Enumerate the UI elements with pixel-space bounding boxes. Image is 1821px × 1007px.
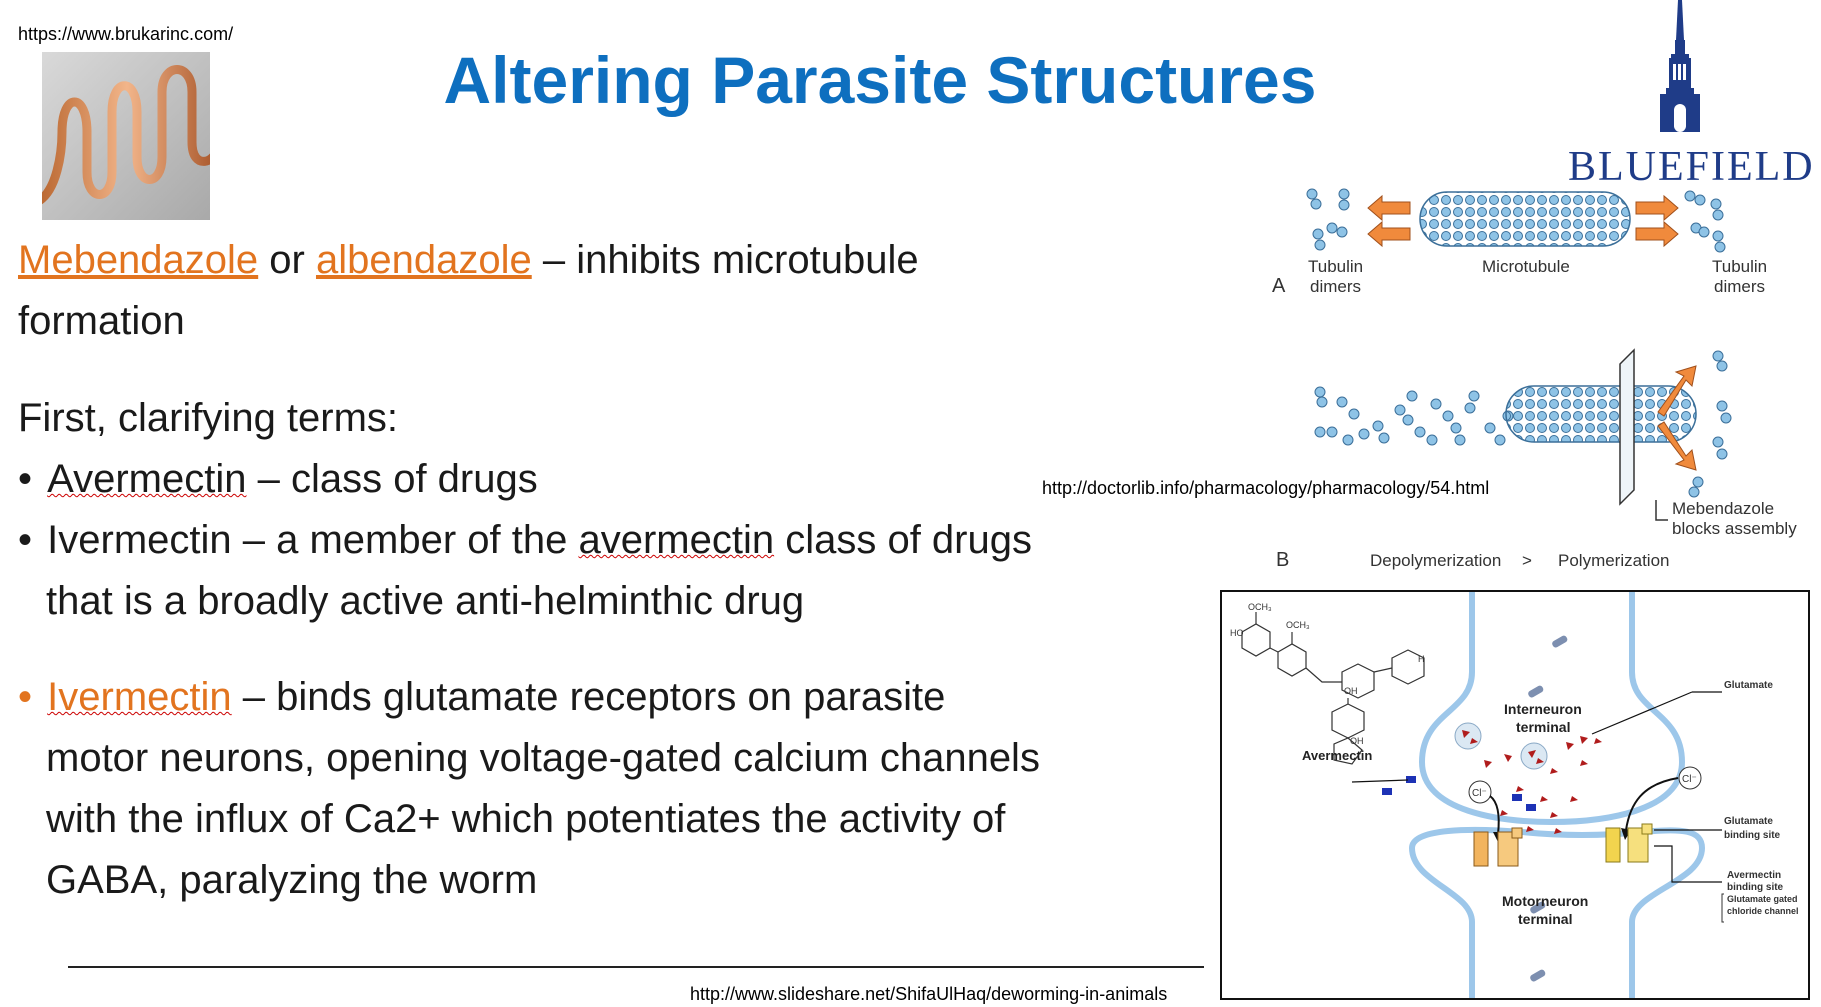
albendazole-link[interactable]: albendazole bbox=[315, 238, 532, 282]
depolymerization-label: Depolymerization bbox=[1370, 551, 1501, 570]
orange-arrow-left-icon bbox=[1367, 194, 1411, 248]
bluefield-logo-text: BLUEFIELD bbox=[1568, 144, 1815, 190]
motorneuron-membrane-left-icon bbox=[1409, 847, 1475, 998]
para1-line2: formation bbox=[18, 299, 185, 343]
ivermectin-line2: motor neurons, opening voltage-gated cal… bbox=[46, 736, 1040, 780]
interneuron-label-2: terminal bbox=[1516, 719, 1570, 735]
och3-label-2: OCH₃ bbox=[1286, 620, 1310, 630]
cl-label-1: Cl⁻ bbox=[1472, 788, 1487, 799]
oh-label-2: OH bbox=[1350, 736, 1364, 746]
synapse-diagram: OCH₃ OCH₃ HO OH OH H bbox=[1220, 590, 1810, 1000]
ivermectin-line1: – binds glutamate receptors on parasite bbox=[231, 675, 946, 719]
avermectin-molecule-icon bbox=[1382, 776, 1536, 811]
terms-heading: First, clarifying terms: bbox=[18, 396, 399, 440]
motorneuron-label-1: Motorneuron bbox=[1502, 893, 1588, 909]
bullet-line2: that is a broadly active anti-helminthic… bbox=[46, 579, 805, 623]
och3-label-1: OCH₃ bbox=[1248, 602, 1272, 612]
cl-label-2: Cl⁻ bbox=[1682, 774, 1697, 785]
list-item: • Avermectin – class of drugs bbox=[18, 449, 1118, 510]
cl-arrow-left-icon bbox=[1489, 795, 1500, 835]
bottom-divider bbox=[68, 966, 1204, 968]
mebendazole-note-2: blocks assembly bbox=[1672, 519, 1797, 538]
interneuron-membrane-icon bbox=[1418, 592, 1686, 826]
bullet-dot: • bbox=[18, 457, 33, 501]
avermectin-label: Avermectin bbox=[1302, 748, 1372, 763]
interneuron-label-1: Interneuron bbox=[1504, 701, 1582, 717]
glutamate-molecule-icon bbox=[1462, 730, 1602, 834]
avermectin-binding-3: Glutamate gated bbox=[1727, 894, 1798, 904]
scattered-tubulin-icon bbox=[1314, 386, 1514, 446]
bullet-list: • Avermectin – class of drugs • Ivermect… bbox=[18, 449, 1118, 632]
glutamate-binding-2: binding site bbox=[1724, 830, 1781, 841]
bullet-dot: • bbox=[18, 518, 33, 562]
panel-b-label: B bbox=[1276, 549, 1289, 571]
list-item: • Ivermectin – a member of the avermecti… bbox=[18, 510, 1118, 571]
bluefield-steeple-logo-icon bbox=[1640, 0, 1720, 140]
h-label: H bbox=[1418, 654, 1425, 664]
ion-capsule-icon bbox=[1528, 635, 1568, 982]
cl-arrow-right-icon bbox=[1625, 777, 1679, 831]
glutamate-label: Glutamate bbox=[1724, 680, 1773, 691]
tubulin-left-label-2: dimers bbox=[1310, 277, 1361, 296]
deflected-arrow-icon bbox=[1657, 365, 1697, 471]
panel-a-label: A bbox=[1272, 275, 1286, 297]
source-url-middle[interactable]: http://doctorlib.info/pharmacology/pharm… bbox=[1042, 478, 1490, 498]
tubulin-dimers-right-icon bbox=[1684, 190, 1726, 253]
microtubule-label: Microtubule bbox=[1482, 257, 1570, 276]
chloride-ion-icon bbox=[1468, 766, 1702, 804]
avermectin-binding-2: binding site bbox=[1727, 882, 1784, 893]
avermectin-term: avermectin bbox=[578, 518, 775, 562]
source-url-bottom[interactable]: http://www.slideshare.net/ShifaUlHaq/dew… bbox=[690, 984, 1168, 1004]
ivermectin-paragraph: • Ivermectin – binds glutamate receptors… bbox=[18, 667, 1138, 911]
slide-title: Altering Parasite Structures bbox=[443, 43, 1317, 117]
tubulin-dimers-left-icon bbox=[1306, 188, 1350, 251]
avermectin-binding-1: Avermectin bbox=[1727, 870, 1781, 881]
microtubule-diagram: Tubulin dimers Microtubule Tubulin dimer… bbox=[1260, 170, 1820, 580]
tubulin-right-label-1: Tubulin bbox=[1712, 257, 1767, 276]
tubulin-right-label-2: dimers bbox=[1714, 277, 1765, 296]
glutamate-binding-1: Glutamate bbox=[1724, 816, 1773, 827]
chloride-channel-left-icon bbox=[1473, 827, 1523, 867]
source-url-top[interactable]: https://www.brukarinc.com/ bbox=[18, 24, 234, 44]
bullet-rest: – class of drugs bbox=[246, 457, 538, 501]
avermectin-binding-4: chloride channel bbox=[1727, 906, 1799, 916]
bullet-dot: • bbox=[18, 675, 33, 719]
ho-label: HO bbox=[1230, 628, 1244, 638]
oh-label-1: OH bbox=[1344, 686, 1358, 696]
bullet-prefix: Ivermectin – a member of the bbox=[47, 518, 579, 562]
chloride-channel-right-icon bbox=[1605, 823, 1653, 863]
polymerization-label: Polymerization bbox=[1558, 551, 1670, 570]
avermectin-structure-icon bbox=[1241, 612, 1425, 765]
para1-rest: – inhibits microtubule bbox=[531, 238, 919, 282]
mebendazole-plate-icon bbox=[1619, 348, 1635, 506]
drug-intro-paragraph: Mebendazole or albendazole – inhibits mi… bbox=[18, 230, 1078, 352]
copper-wire-photo bbox=[32, 52, 222, 220]
mebendazole-note-1: Mebendazole bbox=[1672, 499, 1774, 518]
avermectin-term: Avermectin bbox=[47, 457, 247, 501]
motorneuron-label-2: terminal bbox=[1518, 911, 1572, 927]
ivermectin-link[interactable]: Ivermectin bbox=[47, 675, 232, 719]
greater-than-label: > bbox=[1522, 551, 1532, 570]
microtubule-icon bbox=[1419, 191, 1631, 247]
tubulin-left-label-1: Tubulin bbox=[1308, 257, 1363, 276]
microtubule-b-icon bbox=[1505, 385, 1697, 443]
ivermectin-line3: with the influx of Ca2+ which potentiate… bbox=[46, 797, 1006, 841]
or-text: or bbox=[258, 238, 316, 282]
orange-arrow-right-icon bbox=[1635, 194, 1679, 248]
mebendazole-link[interactable]: Mebendazole bbox=[18, 238, 259, 282]
ivermectin-line4: GABA, paralyzing the worm bbox=[46, 858, 538, 902]
bullet-rest: class of drugs bbox=[774, 518, 1032, 562]
